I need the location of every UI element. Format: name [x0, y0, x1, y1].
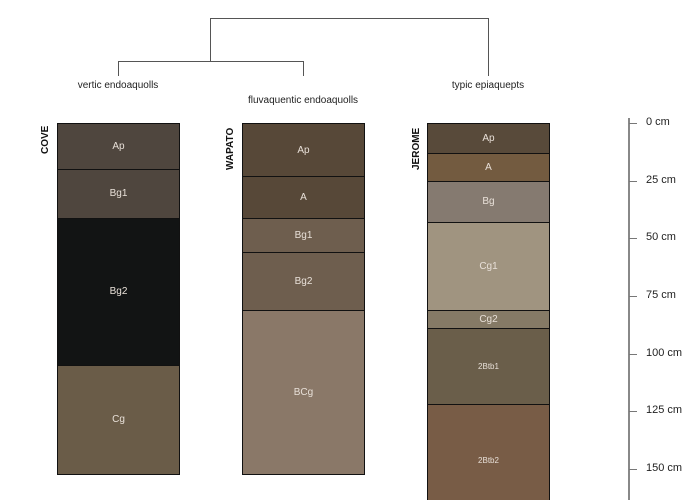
axis-tick-label: 75 cm [646, 289, 676, 302]
profile-id: COVE [40, 125, 51, 154]
axis-tick-label: 0 cm [646, 116, 670, 128]
depth-axis-line [628, 118, 630, 500]
horizon: 2Btb2 [427, 404, 550, 500]
axis-tick [629, 411, 637, 413]
axis-tick-label: 50 cm [646, 231, 676, 244]
horizon: Bg [427, 180, 550, 224]
class-label: fluvaquentic endoaquolls [247, 95, 359, 106]
profile-id: WAPATO [225, 127, 236, 170]
horizon: Bg1 [242, 217, 365, 254]
dendrogram-branch [210, 18, 211, 62]
axis-tick [629, 469, 637, 471]
horizon: Ap [242, 123, 365, 178]
horizon: Bg2 [242, 252, 365, 311]
axis-tick [629, 180, 637, 182]
horizon: Bg1 [57, 169, 180, 219]
horizon: Cg1 [427, 222, 550, 311]
horizon: Ap [57, 123, 180, 171]
horizon: BCg [242, 309, 365, 475]
horizon: Cg [57, 365, 180, 475]
profile-id: JEROME [411, 127, 422, 170]
class-label: vertic endoaquolls [77, 80, 159, 91]
horizon: Ap [427, 123, 550, 154]
horizon: 2Btb1 [427, 328, 550, 406]
dendrogram-branch [488, 18, 489, 76]
horizon: Cg2 [427, 309, 550, 330]
dendrogram-branch [303, 61, 304, 76]
class-label: typic epiaquepts [451, 80, 525, 91]
axis-tick [629, 353, 637, 355]
horizon: A [242, 176, 365, 219]
axis-tick-label: 150 cm [646, 462, 683, 475]
axis-tick [629, 238, 637, 240]
axis-tick [629, 123, 637, 124]
dendrogram-branch [118, 61, 119, 76]
dendrogram-branch [210, 18, 489, 19]
axis-tick-label: 25 cm [646, 173, 676, 186]
dendrogram-branch [118, 61, 304, 62]
horizon: Bg2 [57, 217, 180, 367]
axis-tick-label: 125 cm [646, 404, 683, 417]
axis-tick [629, 296, 637, 298]
axis-tick-label: 100 cm [646, 346, 683, 359]
horizon: A [427, 152, 550, 182]
